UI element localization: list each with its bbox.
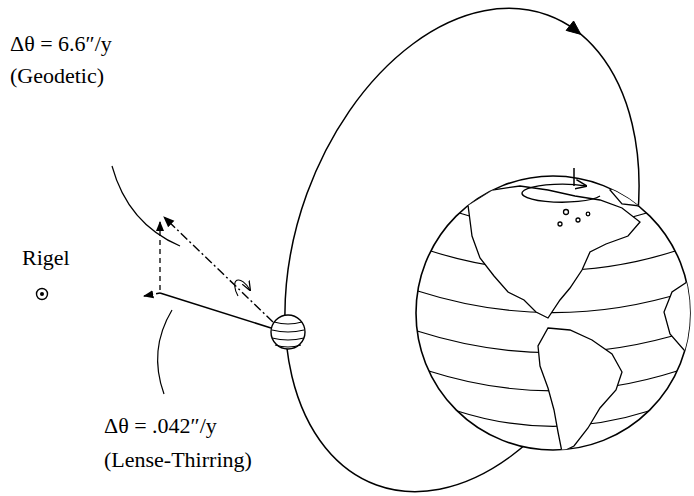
orbit-arrow	[566, 21, 581, 34]
geodetic-shift	[159, 222, 160, 290]
orbit-arrowhead	[566, 21, 581, 34]
precession-value: Δθ = .042″/y	[104, 414, 217, 438]
gyroscope-satellite	[271, 315, 305, 349]
spin-axis	[160, 293, 271, 328]
precession-value: Δθ = 6.6″/y	[10, 32, 112, 56]
leader-line	[112, 166, 180, 246]
precessed-axis	[164, 217, 273, 322]
orbit	[221, 0, 694, 496]
effect-name: (Lense-Thirring)	[104, 448, 252, 472]
lense-thirring-shift	[144, 293, 160, 296]
star-name: Rigel	[22, 246, 70, 270]
effect-name: (Geodetic)	[10, 64, 104, 88]
star-symbol	[37, 289, 48, 300]
leader-line	[158, 310, 172, 394]
earth-globe	[416, 168, 694, 452]
latitude-line	[457, 411, 648, 426]
rotation-arrow	[235, 280, 250, 296]
